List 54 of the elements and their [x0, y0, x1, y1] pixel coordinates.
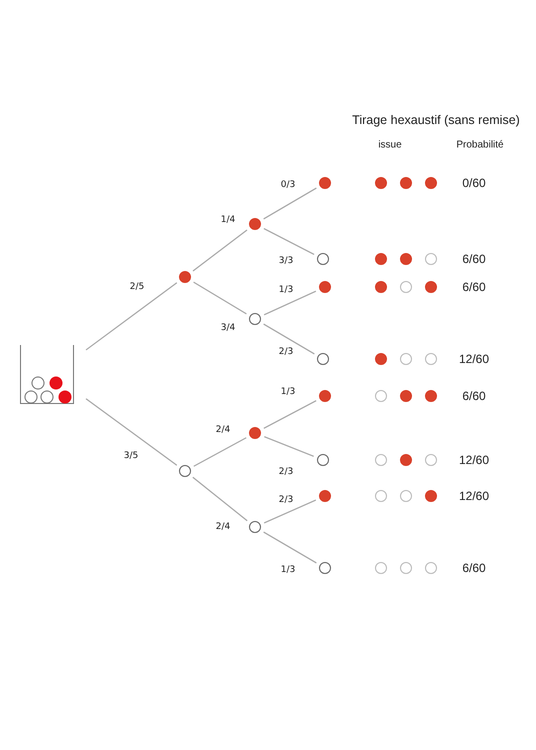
branch-line: [86, 282, 178, 350]
ball: [319, 490, 331, 502]
ball: [319, 177, 331, 189]
probability-label: 0/3: [280, 180, 296, 190]
branch-line: [263, 324, 315, 354]
probability-label: 2/4: [216, 522, 230, 532]
probability-label: 1/4: [220, 215, 236, 225]
probability-label: 2/3: [278, 347, 294, 357]
probability-label: 1/3: [278, 285, 294, 295]
branch-line: [264, 228, 314, 255]
branch-line: [192, 476, 248, 522]
probability-label: 3/4: [220, 323, 236, 333]
probability-label: 1/3: [280, 565, 296, 575]
ball: [179, 465, 191, 477]
branch-line: [263, 188, 317, 220]
ball: [319, 562, 331, 574]
probability-label: 2/5: [130, 282, 144, 292]
probability-value: 6/60: [462, 280, 486, 294]
branch-line: [264, 500, 316, 524]
probability-value: 0/60: [462, 176, 486, 190]
ball: [249, 521, 261, 533]
branch-line: [193, 282, 247, 314]
branch-line: [192, 230, 248, 272]
urn-drawing: [20, 345, 74, 404]
branch-line: [194, 437, 246, 467]
ball: [317, 353, 329, 365]
branch-line: [263, 532, 317, 564]
probability-value: 12/60: [458, 489, 490, 503]
probability-label: 3/5: [124, 451, 138, 461]
branch-line: [86, 398, 178, 466]
branch-line: [264, 290, 316, 316]
ball: [317, 253, 329, 265]
probability-value: 6/60: [462, 252, 486, 266]
probability-value: 6/60: [462, 389, 486, 403]
probability-label: 2/3: [278, 467, 294, 477]
branch-line: [264, 436, 314, 457]
column-header: issue: [378, 140, 402, 150]
ball: [249, 218, 261, 230]
probability-label: 2/3: [278, 495, 294, 505]
probability-label: 1/3: [280, 387, 296, 397]
ball: [317, 454, 329, 466]
ball: [249, 427, 261, 439]
branch-line: [264, 400, 316, 429]
probability-value: 12/60: [458, 352, 490, 366]
ball: [319, 390, 331, 402]
probability-label: 2/4: [216, 425, 230, 435]
column-header: Probabilité: [456, 140, 504, 150]
title: Tirage hexaustif (sans remise): [352, 113, 520, 127]
probability-label: 3/3: [278, 256, 294, 266]
probability-value: 6/60: [462, 561, 486, 575]
ball: [249, 313, 261, 325]
probability-value: 12/60: [458, 453, 490, 467]
ball: [319, 281, 331, 293]
ball: [179, 271, 191, 283]
